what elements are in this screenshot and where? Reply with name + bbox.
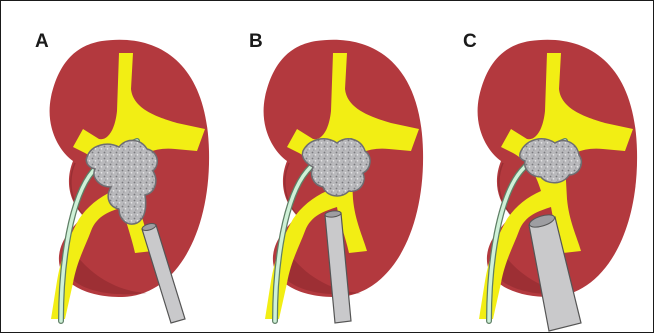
- panel-a: A: [7, 1, 217, 332]
- panel-c: C: [435, 1, 645, 332]
- panel-label: A: [35, 32, 49, 51]
- panel-label: C: [463, 32, 477, 51]
- panel-label: B: [249, 32, 263, 51]
- panel-b: B: [221, 1, 431, 332]
